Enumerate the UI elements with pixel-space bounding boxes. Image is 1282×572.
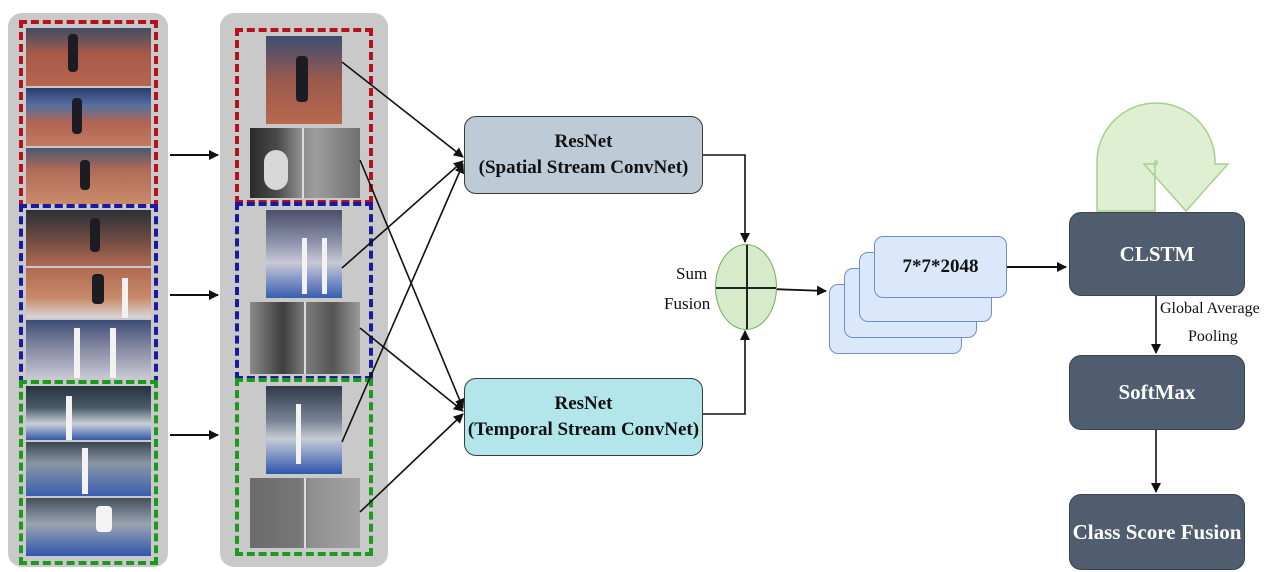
video-frame (26, 320, 151, 378)
feature-map-layer: 7*7*2048 (874, 236, 1007, 298)
video-frame (26, 386, 151, 440)
optical-flow-frame (250, 128, 360, 198)
optical-flow-frame (250, 302, 360, 374)
sum-fusion-circle (715, 244, 777, 330)
class-score-fusion-box: Class Score Fusion (1069, 494, 1245, 570)
recurrent-loop-arrow (1096, 102, 1230, 213)
softmax-label: SoftMax (1118, 380, 1196, 404)
flow-to-temporal-arrow (359, 413, 464, 513)
segment-3-outline (19, 380, 158, 565)
video-frame (26, 28, 151, 86)
flow-to-temporal-arrow (359, 327, 464, 412)
spatial-resnet-subtitle: (Spatial Stream ConvNet) (478, 157, 689, 178)
rgb-frame (266, 386, 342, 474)
spatial-to-fusion-arrow (703, 154, 750, 243)
optical-flow-frame (250, 478, 360, 548)
temporal-resnet-subtitle: (Temporal Stream ConvNet) (467, 419, 700, 440)
video-frame (26, 148, 151, 204)
feature-map-size: 7*7*2048 (902, 256, 979, 277)
clstm-label: CLSTM (1119, 241, 1195, 266)
clstm-box: CLSTM (1069, 212, 1245, 296)
pooling-label-line1: Global Average (1160, 300, 1260, 317)
sum-fusion-label-line1: Sum (676, 264, 708, 283)
video-frame (26, 88, 151, 146)
spatial-stream-resnet: ResNet (Spatial Stream ConvNet) (464, 116, 703, 194)
softmax-box: SoftMax (1069, 355, 1245, 430)
video-frame (26, 442, 151, 496)
video-frame (26, 210, 151, 266)
flow-to-temporal-arrow (359, 159, 465, 409)
class-score-fusion-label: Class Score Fusion (1072, 519, 1242, 544)
sampled-segment-3-outline (235, 378, 373, 556)
sum-fusion-label-line2: Fusion (664, 294, 711, 313)
temporal-resnet-title: ResNet (554, 393, 613, 414)
temporal-stream-resnet: ResNet (Temporal Stream ConvNet) (464, 378, 703, 456)
video-frame (26, 498, 151, 556)
rgb-to-spatial-arrow (341, 160, 464, 269)
rgb-to-spatial-arrow (341, 163, 464, 443)
rgb-frame (266, 210, 342, 298)
rgb-frame (266, 36, 342, 124)
temporal-to-fusion-arrow (703, 330, 750, 415)
video-frame (26, 268, 151, 318)
pooling-label-line2: Pooling (1188, 328, 1238, 345)
spatial-resnet-title: ResNet (554, 131, 613, 152)
rgb-to-spatial-arrow (341, 61, 464, 158)
